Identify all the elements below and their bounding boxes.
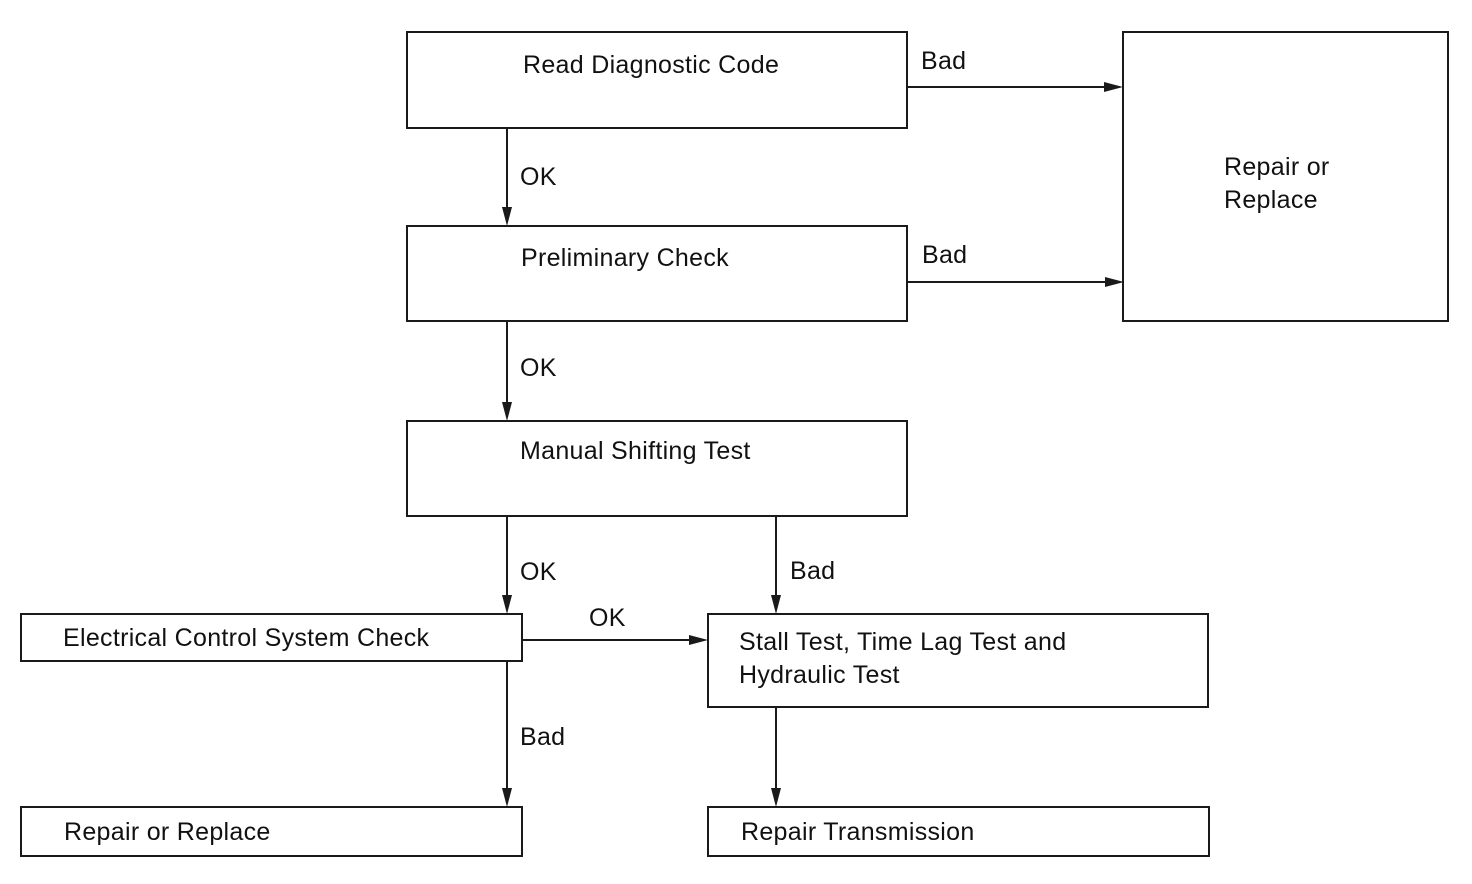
node-label: Stall Test, Time Lag Test and Hydraulic … — [739, 628, 1067, 689]
arrowhead-icon — [502, 595, 512, 614]
edge-label-prelim-ok: OK — [520, 354, 557, 382]
node-electrical-control-system-check: Electrical Control System Check — [20, 613, 523, 662]
node-repair-transmission: Repair Transmission — [707, 806, 1210, 857]
node-label: Electrical Control System Check — [63, 624, 430, 652]
arrowhead-icon — [771, 788, 781, 807]
node-label: Preliminary Check — [521, 244, 729, 272]
arrowhead-icon — [502, 207, 512, 226]
node-label: Repair Transmission — [741, 818, 975, 846]
arrowhead-icon — [771, 595, 781, 614]
edge-label-elec-bad: Bad — [520, 723, 566, 751]
arrowhead-icon — [502, 788, 512, 807]
edge-label-manual-bad: Bad — [790, 557, 836, 585]
edge-label-read-bad: Bad — [921, 47, 967, 75]
arrowhead-icon — [689, 635, 708, 645]
node-preliminary-check: Preliminary Check — [406, 225, 908, 322]
edge-label-elec-ok: OK — [589, 604, 626, 632]
arrowhead-icon — [1104, 82, 1123, 92]
arrowhead-icon — [502, 402, 512, 421]
node-repair-or-replace-bottom: Repair or Replace — [20, 806, 523, 857]
node-label: Repair or Replace — [1224, 153, 1330, 214]
arrowhead-icon — [1105, 277, 1124, 287]
node-read-diagnostic-code: Read Diagnostic Code — [406, 31, 908, 129]
node-label: Read Diagnostic Code — [523, 51, 780, 79]
edge-label-prelim-bad: Bad — [922, 241, 968, 269]
node-label: Manual Shifting Test — [520, 437, 751, 465]
edge-label-read-ok: OK — [520, 163, 557, 191]
edge-label-manual-ok: OK — [520, 558, 557, 586]
node-repair-or-replace-top: Repair or Replace — [1122, 31, 1449, 322]
node-label: Repair or Replace — [64, 818, 271, 846]
node-stall-time-lag-hydraulic-test: Stall Test, Time Lag Test and Hydraulic … — [707, 613, 1209, 708]
node-manual-shifting-test: Manual Shifting Test — [406, 420, 908, 517]
